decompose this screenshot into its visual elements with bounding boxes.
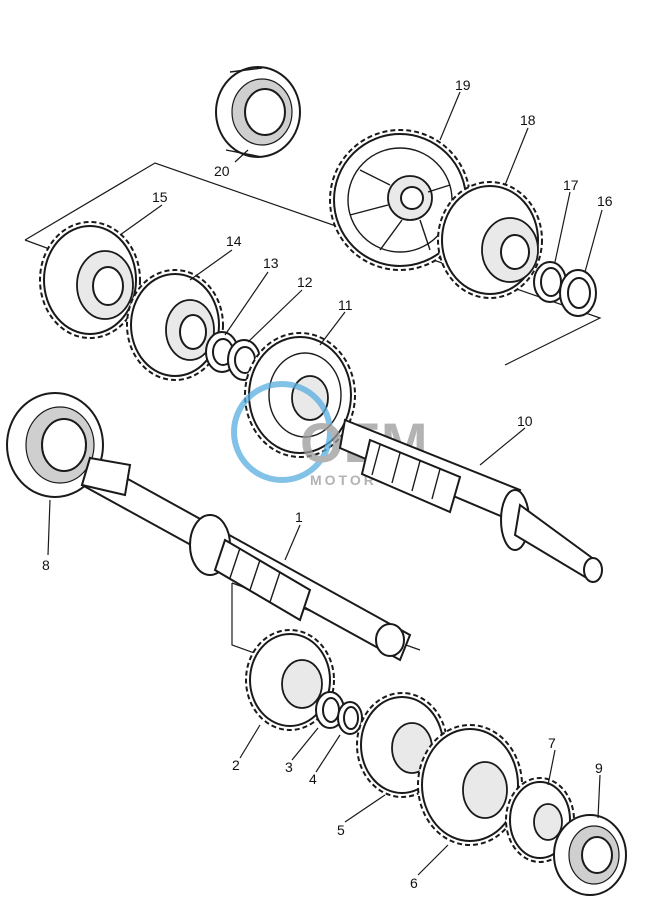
label-16: 16: [597, 193, 613, 209]
watermark-sub: MOTOR: [310, 472, 377, 488]
watermark-logo-circle: [231, 381, 333, 483]
shaft-1: [80, 456, 412, 662]
label-7: 7: [548, 735, 556, 751]
bearing-20: [215, 66, 301, 158]
label-11: 11: [338, 297, 353, 313]
gear-6: [417, 724, 523, 846]
label-20: 20: [214, 163, 230, 179]
label-14: 14: [226, 233, 242, 249]
circlip-17: [533, 261, 567, 303]
label-18: 18: [520, 112, 536, 128]
gear-18: [437, 181, 543, 299]
label-13: 13: [263, 255, 279, 271]
label-19: 19: [455, 77, 471, 93]
washer-16: [559, 269, 597, 317]
gear-14: [126, 269, 224, 381]
bearing-8: [6, 392, 104, 498]
gear-2: [245, 629, 335, 731]
label-2: 2: [232, 757, 240, 773]
label-1: 1: [295, 509, 303, 525]
washer-4: [337, 701, 363, 735]
label-4: 4: [309, 771, 317, 787]
part-labels: 20 19 18 17 16 15 14 13 12 11 10 8 1 2 3…: [42, 77, 613, 891]
label-12: 12: [297, 274, 313, 290]
label-15: 15: [152, 189, 168, 205]
bearing-9: [553, 814, 627, 896]
label-5: 5: [337, 822, 345, 838]
callout-lines: [47, 91, 603, 876]
label-10: 10: [517, 413, 533, 429]
label-8: 8: [42, 557, 50, 573]
label-3: 3: [285, 759, 293, 775]
circlip-3: [315, 691, 345, 729]
gear-15: [39, 221, 141, 339]
label-6: 6: [410, 875, 418, 891]
gear-19: [329, 129, 471, 271]
label-17: 17: [563, 177, 579, 193]
label-9: 9: [595, 760, 603, 776]
shaft-10: [338, 418, 603, 583]
